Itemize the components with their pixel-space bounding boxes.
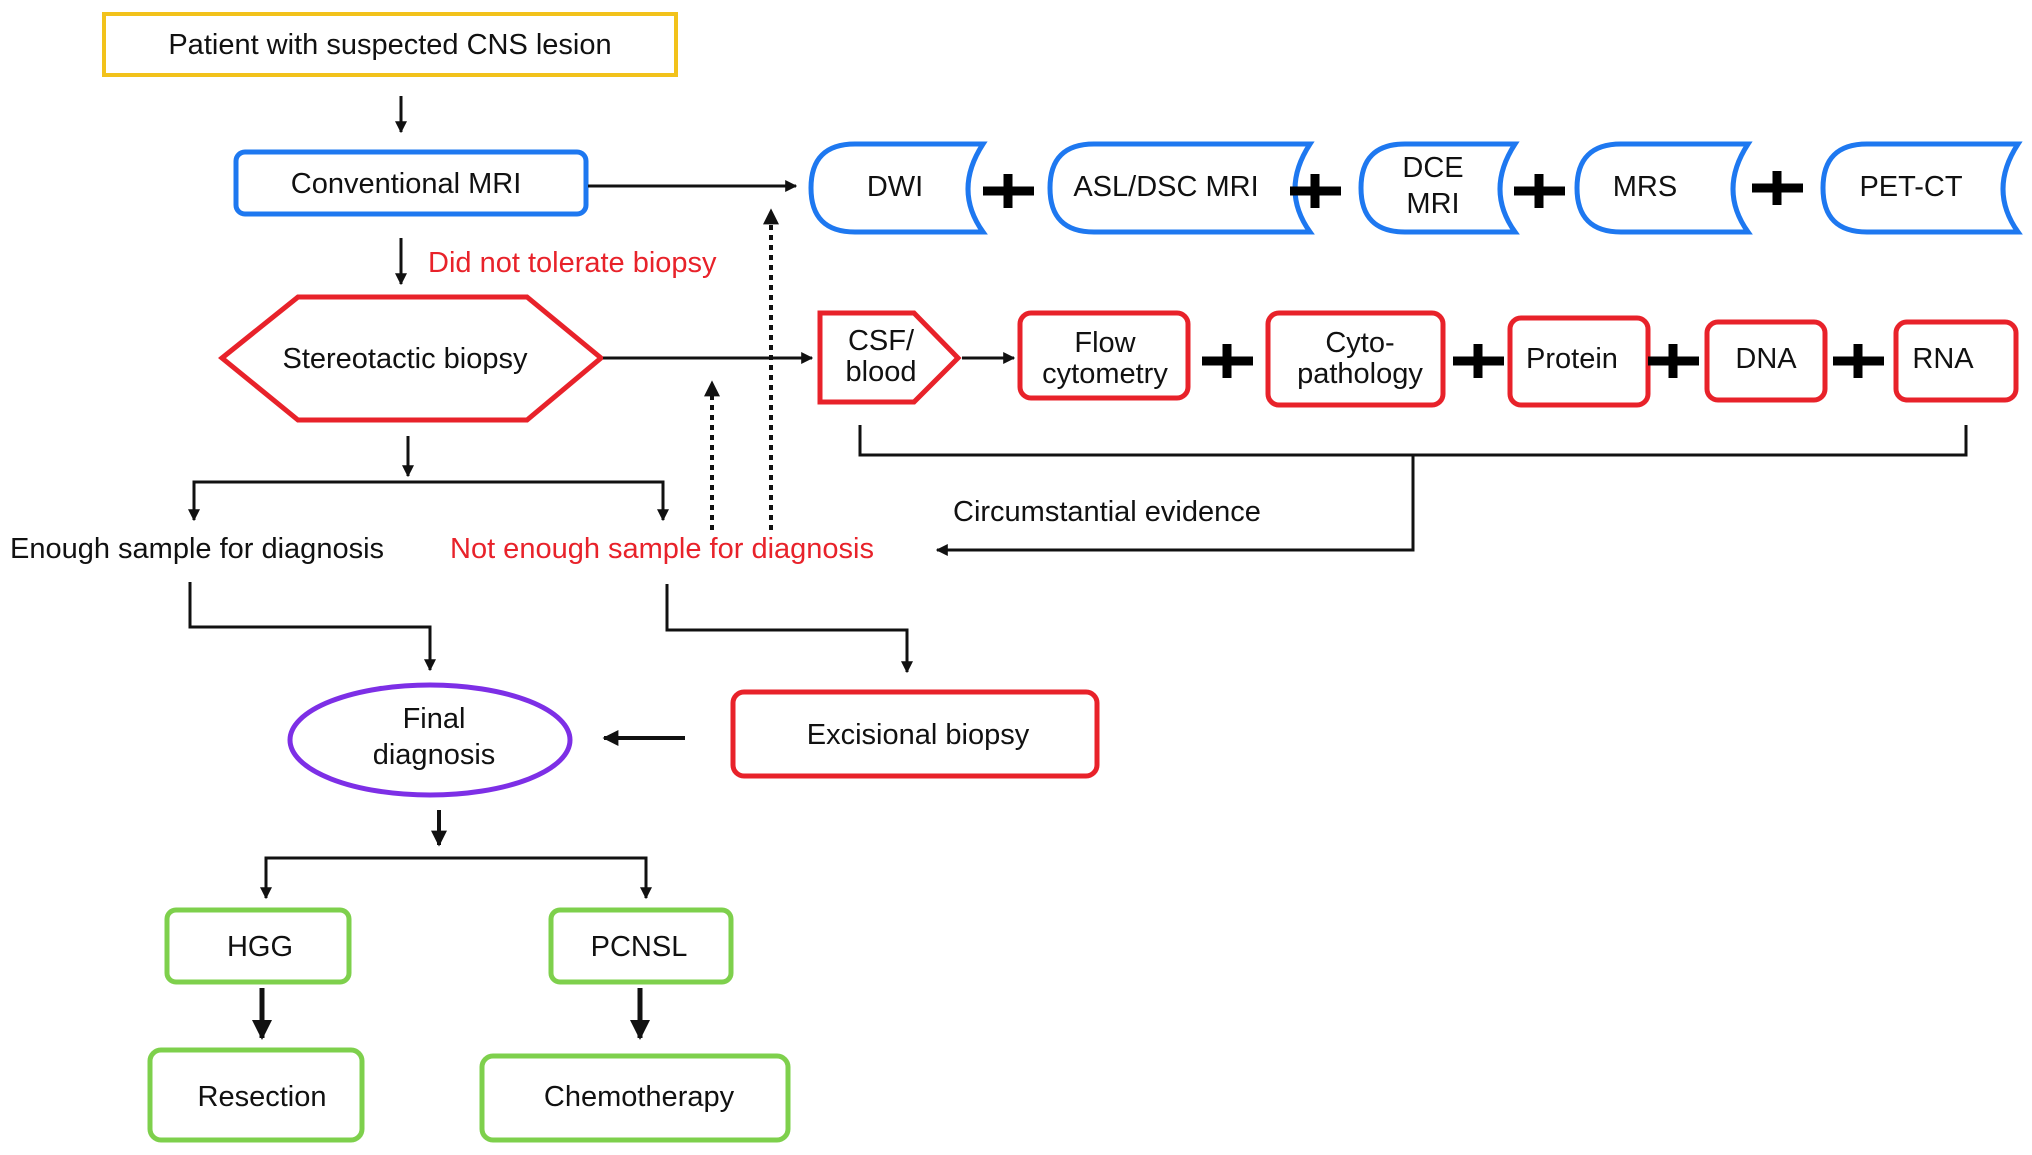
hgg-box	[164, 907, 352, 985]
plus-icon	[1290, 174, 1341, 208]
asl-dsc-mri-label: ASL/DSC MRI	[1073, 171, 1258, 203]
dwi-box	[808, 141, 988, 235]
tests-bracket	[858, 425, 1968, 457]
flow-cytometry-box	[1017, 310, 1191, 401]
cytopathology-box	[1265, 310, 1446, 408]
cytopathology-label-line1: Cyto-	[1325, 327, 1394, 359]
plus-icon	[1453, 344, 1504, 378]
plus-icon	[983, 174, 1034, 208]
hgg-label: HGG	[227, 931, 293, 963]
resection-box	[147, 1047, 365, 1143]
not-enough-sample-label: Not enough sample for diagnosis	[450, 533, 874, 565]
plus-icon	[1833, 344, 1884, 378]
excisional-biopsy-label: Excisional biopsy	[807, 719, 1030, 751]
dna-label: DNA	[1735, 343, 1797, 375]
patient-label: Patient with suspected CNS lesion	[168, 29, 611, 61]
excisional-biopsy-box	[730, 689, 1100, 779]
resection-label: Resection	[198, 1081, 327, 1113]
csf-blood-label-line1: CSF/	[848, 325, 915, 357]
rna-label: RNA	[1912, 343, 1974, 375]
protein-label: Protein	[1526, 343, 1618, 375]
dna-box	[1704, 319, 1828, 403]
flow-cytometry-label-line2: cytometry	[1042, 358, 1168, 390]
arrow-enough-to-final	[188, 582, 436, 672]
mrs-label: MRS	[1613, 171, 1677, 203]
dce-mri-box	[1358, 141, 1520, 235]
cytopathology-label-line2: pathology	[1297, 358, 1423, 390]
split-bar-final	[264, 856, 648, 888]
plus-icon	[1514, 174, 1565, 208]
plus-icon	[1752, 171, 1803, 205]
pcnsl-label: PCNSL	[591, 931, 688, 963]
final-diagnosis-ellipse	[287, 682, 573, 798]
dwi-label: DWI	[867, 171, 923, 203]
final-diagnosis-label-line1: Final	[403, 703, 466, 735]
arrow-not-enough-to-excisional	[665, 584, 913, 674]
arrow-circumstantial-evidence	[935, 455, 1415, 556]
chemotherapy-box	[479, 1053, 791, 1143]
mrs-box	[1574, 141, 1753, 235]
chemotherapy-label: Chemotherapy	[544, 1081, 735, 1113]
dce-mri-label-line2: MRI	[1406, 188, 1459, 220]
asl-dsc-mri-box	[1047, 141, 1315, 235]
final-diagnosis-label-line2: diagnosis	[373, 739, 496, 771]
did-not-tolerate-label: Did not tolerate biopsy	[428, 247, 717, 279]
split-bar-biopsy	[192, 480, 665, 515]
plus-icon	[1648, 344, 1699, 378]
csf-blood-box	[817, 310, 962, 405]
circumstantial-evidence-label: Circumstantial evidence	[953, 496, 1261, 528]
patient-box	[102, 12, 678, 77]
stereotactic-biopsy-label: Stereotactic biopsy	[282, 343, 528, 375]
enough-sample-label: Enough sample for diagnosis	[10, 533, 384, 565]
csf-blood-label-line2: blood	[846, 356, 917, 388]
dce-mri-label-line1: DCE	[1402, 152, 1463, 184]
pet-ct-label: PET-CT	[1859, 171, 1962, 203]
pet-ct-box	[1820, 141, 2023, 235]
conventional-mri-box	[233, 149, 589, 217]
pcnsl-box	[548, 907, 734, 985]
flow-cytometry-label-line1: Flow	[1074, 327, 1136, 359]
conventional-mri-label: Conventional MRI	[291, 168, 522, 200]
stereotactic-biopsy-box	[218, 294, 605, 423]
plus-icon	[1202, 344, 1253, 378]
rna-box	[1893, 319, 2019, 403]
